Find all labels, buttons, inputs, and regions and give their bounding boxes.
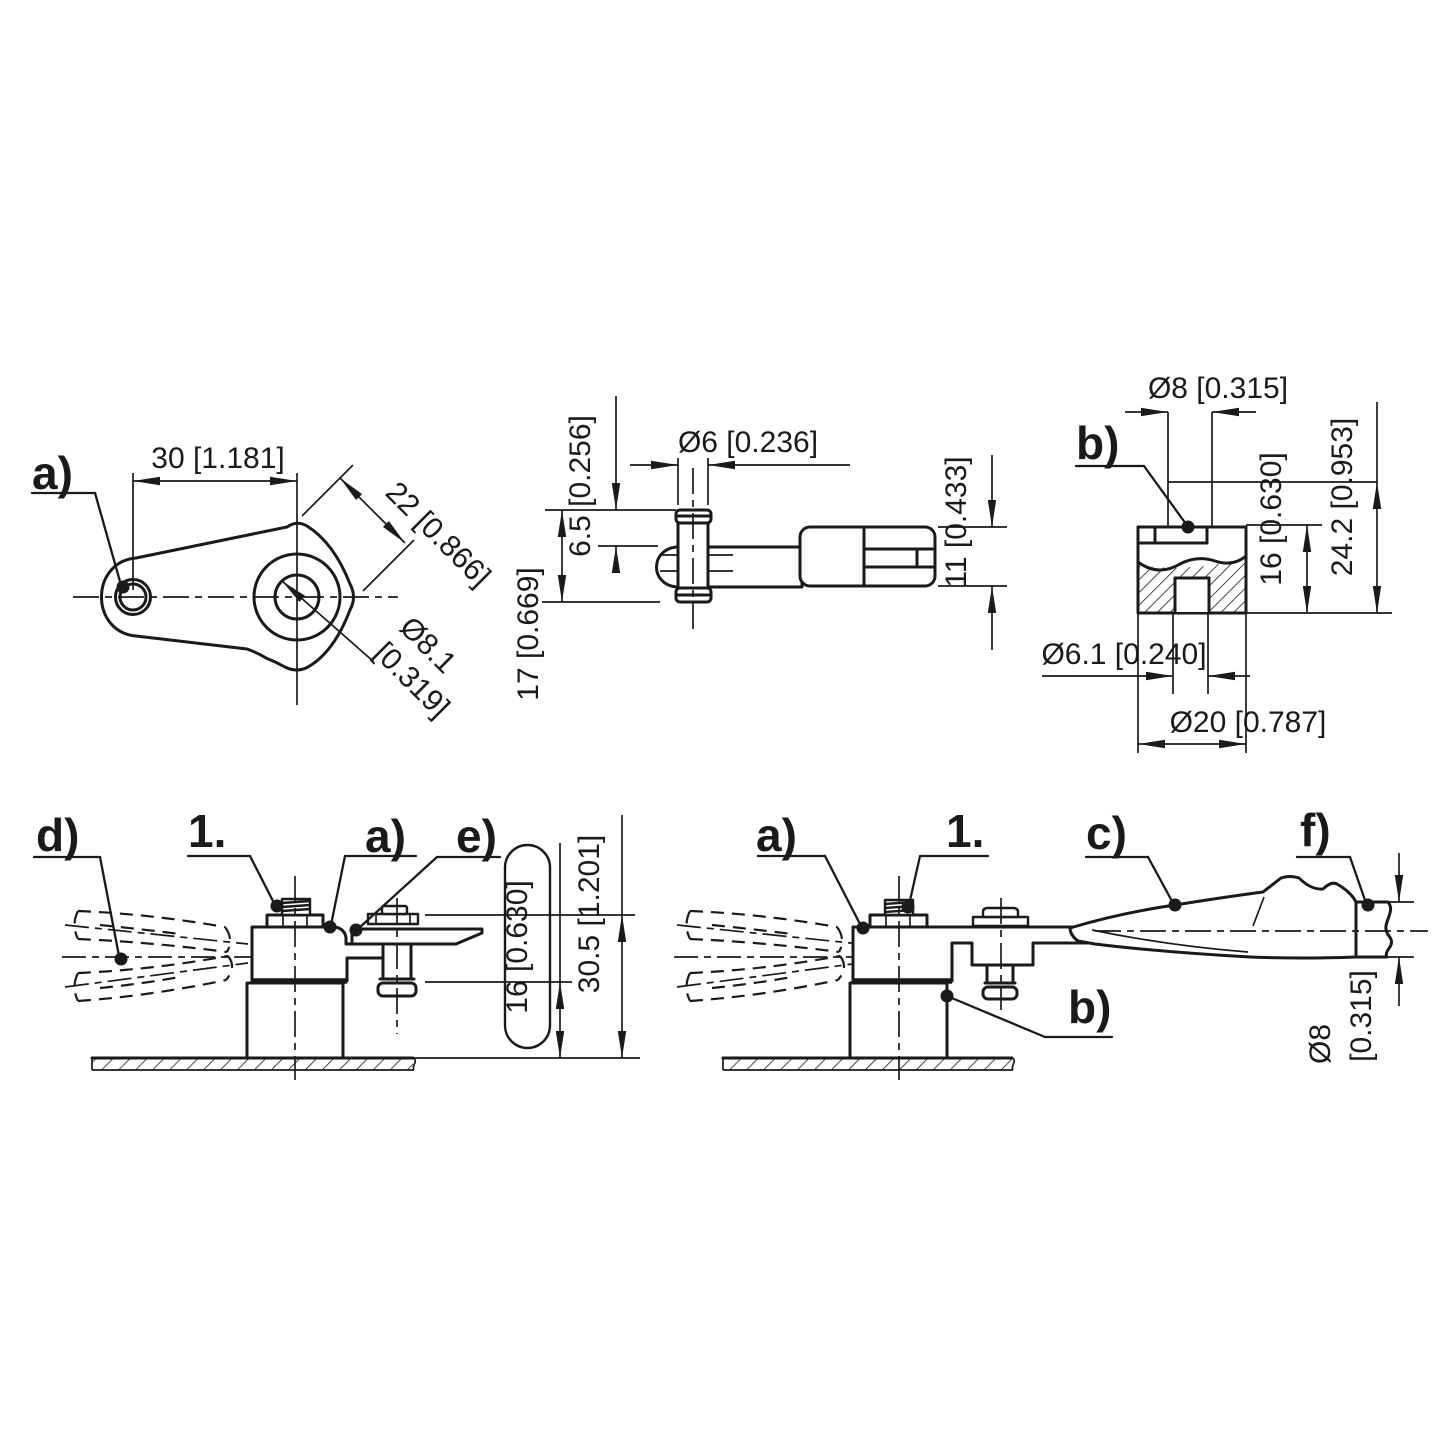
label-1b: 1.	[946, 805, 984, 857]
leader-bore	[281, 580, 375, 663]
label-a3: a)	[756, 809, 797, 861]
arm-head	[798, 525, 937, 588]
label-a-leader	[93, 491, 123, 587]
label-b2: b)	[1068, 981, 1111, 1033]
lever-top-view: 30 [1.181] 22 [0.866] Ø8.1 [0.319] a)	[30, 442, 497, 724]
dim-text-pin-dia: Ø6 [0.236]	[678, 426, 818, 459]
callout-d: d)	[32, 809, 128, 966]
dim-text-handle-dia: Ø8	[1304, 1024, 1337, 1064]
pivot-pin-shaft	[985, 963, 1015, 985]
callout-a: a)	[30, 447, 130, 594]
dim-text-body-height: 16 [0.630]	[1255, 452, 1288, 585]
handle	[1068, 875, 1393, 960]
assembly-side-view-handle: a) 1. c) f) b)	[674, 804, 1428, 1080]
label-b: b)	[1076, 417, 1119, 469]
ext-line-22-b	[362, 539, 415, 592]
section-hatch-right	[1209, 558, 1246, 613]
ext-line-22-a	[301, 464, 354, 517]
label-a: a)	[32, 447, 73, 499]
label-b-leader	[1142, 464, 1188, 526]
label-f: f)	[1300, 804, 1331, 856]
threaded-stud	[280, 897, 312, 917]
label-d: d)	[36, 809, 79, 861]
ground-plate-2	[721, 1056, 1016, 1071]
dim-text-hole-spacing: 30 [1.181]	[151, 442, 284, 475]
section-hatch-middle	[1175, 566, 1209, 578]
reference-dim-frame	[503, 843, 552, 1050]
dim-text-stud-dia: Ø8 [0.315]	[1148, 372, 1288, 405]
dim-line-22	[339, 477, 406, 544]
callout-e: e)	[349, 810, 502, 937]
bore-clearance	[1176, 579, 1208, 612]
label-a2: a)	[365, 810, 406, 862]
callout-a2: a)	[323, 810, 418, 934]
section-hatch-left	[1138, 566, 1175, 613]
pivot-pin-cap	[981, 985, 1019, 1001]
dim-text-overall-height: 24.2 [0.953]	[1326, 418, 1359, 576]
callout-f: f)	[1295, 804, 1375, 912]
label-b-dot	[1181, 520, 1195, 534]
callout-b: b)	[1074, 417, 1195, 534]
ghost-lever-positions-2	[674, 909, 862, 1003]
dim-text-pin-length: 17 [0.669]	[512, 567, 545, 700]
clamp-body-2	[851, 925, 1092, 983]
label-e: e)	[456, 810, 497, 862]
label-1: 1.	[188, 805, 226, 857]
spherical-washer-profile	[1136, 554, 1248, 572]
dim-text-handle-dia-inch: [0.315]	[1345, 970, 1378, 1062]
handle-twist-line	[1091, 929, 1249, 953]
dim-text-pin-protrusion: 6.5 [0.256]	[564, 415, 597, 557]
callout-a3: a)	[756, 809, 870, 935]
callout-1: 1.	[186, 805, 284, 913]
dim-text-bore: Ø6.1 [0.240]	[1041, 638, 1206, 671]
callout-b2: b)	[940, 981, 1114, 1039]
handle-twist-edge	[1252, 896, 1265, 927]
dim-text-head-width: 11 [0.433]	[940, 456, 973, 587]
ghost-lever-positions	[62, 909, 255, 1003]
dim-text-outer-dia: Ø20 [0.787]	[1170, 706, 1327, 739]
mount-section-view: Ø8 [0.315] 16 [0.630] 24.2 [0.953] Ø6.1 …	[1041, 372, 1392, 753]
clamp-arm	[350, 927, 484, 946]
arm-pin-side-view: Ø6 [0.236] 6.5 [0.256] 17 [0.669] 11 [0.…	[512, 396, 1007, 701]
ground-plate	[90, 1056, 417, 1071]
callout-c: c)	[1084, 807, 1182, 912]
label-a-dot	[116, 580, 130, 594]
dim-text-clamp-height: 16 [0.630]	[501, 880, 534, 1013]
dim-text-overall: 30.5 [1.201]	[573, 835, 606, 993]
assembly-side-view-clamp: d) 1. a) e) 16 [0.630]	[32, 805, 640, 1080]
arm-screw-head	[380, 904, 409, 916]
label-c: c)	[1086, 807, 1127, 859]
callout-1b: 1.	[901, 805, 990, 914]
